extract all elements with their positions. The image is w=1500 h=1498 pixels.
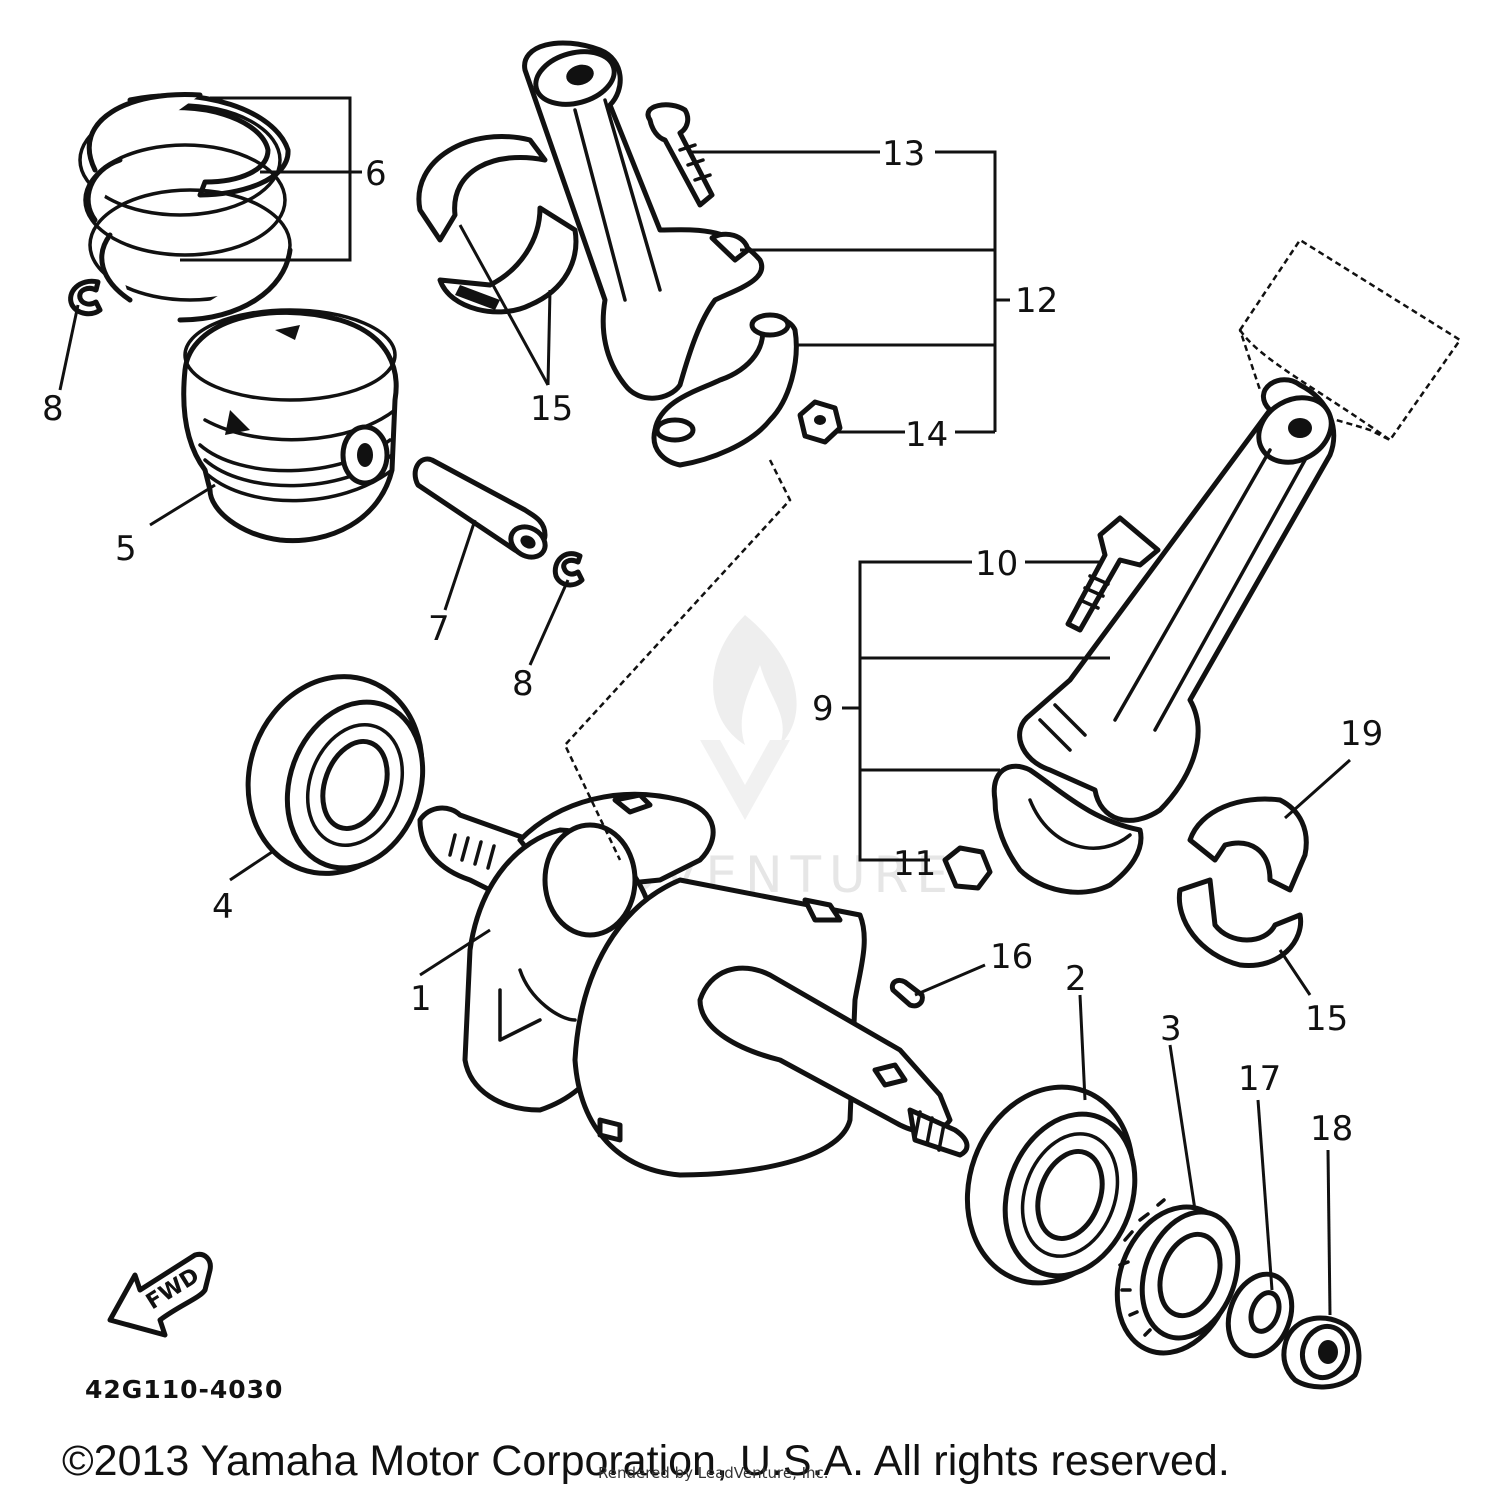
callout-12: 12: [1015, 281, 1058, 321]
callout-10: 10: [975, 544, 1018, 584]
piston: [181, 308, 399, 544]
callout-16: 16: [990, 937, 1033, 977]
callout-5: 5: [115, 529, 137, 569]
nut-lower: [942, 845, 993, 891]
callout-15-upper: 15: [530, 389, 573, 429]
watermark-logo: [700, 615, 797, 820]
callout-13: 13: [882, 134, 925, 174]
callout-9: 9: [812, 689, 834, 729]
callout-14: 14: [905, 415, 948, 455]
bearing-left: [245, 674, 426, 876]
connecting-rod-upper: [522, 40, 765, 401]
callout-3: 3: [1160, 1009, 1182, 1049]
circlip-lower: [552, 551, 585, 588]
callout-4: 4: [212, 887, 234, 927]
callout-6: 6: [365, 154, 387, 194]
piston-pin: [412, 456, 548, 560]
circlip-upper: [68, 278, 103, 317]
conrod-bolt-lower: [1065, 515, 1161, 633]
piston-rings: [78, 91, 293, 323]
callout-15-lower: 15: [1305, 999, 1348, 1039]
leader-lines: [58, 96, 1351, 1316]
conrod-bearings-lower: [1176, 796, 1309, 969]
crankshaft: [417, 791, 970, 1178]
callout-7: 7: [428, 609, 450, 649]
conrod-cap-upper: [651, 312, 799, 468]
connecting-rod-lower: [991, 377, 1337, 895]
callout-8-upper: 8: [42, 389, 64, 429]
conrod-bearings-upper: [416, 134, 579, 315]
callout-labels: 1 2 3 4 5 6 7 8 8 9 10 11 12 13 14 15 15…: [42, 134, 1383, 1149]
fwd-arrow-icon: FWD: [107, 1251, 213, 1338]
callout-2: 2: [1065, 959, 1087, 999]
callout-19: 19: [1340, 714, 1383, 754]
washer: [1225, 1271, 1295, 1359]
nut-upper: [797, 399, 843, 445]
copyright-notice: ©2013 Yamaha Motor Corporation, U.S.A. A…: [62, 1437, 1230, 1485]
callout-18: 18: [1310, 1109, 1353, 1149]
callout-11: 11: [893, 844, 936, 884]
callout-17: 17: [1238, 1059, 1281, 1099]
rendered-by-notice: Rendered by LeadVenture, Inc.: [598, 1464, 829, 1482]
crank-nut: [1281, 1315, 1362, 1390]
conrod-bolt-upper: [645, 102, 715, 208]
woodruff-key: [889, 977, 925, 1009]
callout-1: 1: [410, 979, 432, 1019]
callout-8-lower: 8: [512, 664, 534, 704]
timing-gear: [1114, 1198, 1241, 1356]
diagram-code: 42G110-4030: [85, 1375, 283, 1404]
